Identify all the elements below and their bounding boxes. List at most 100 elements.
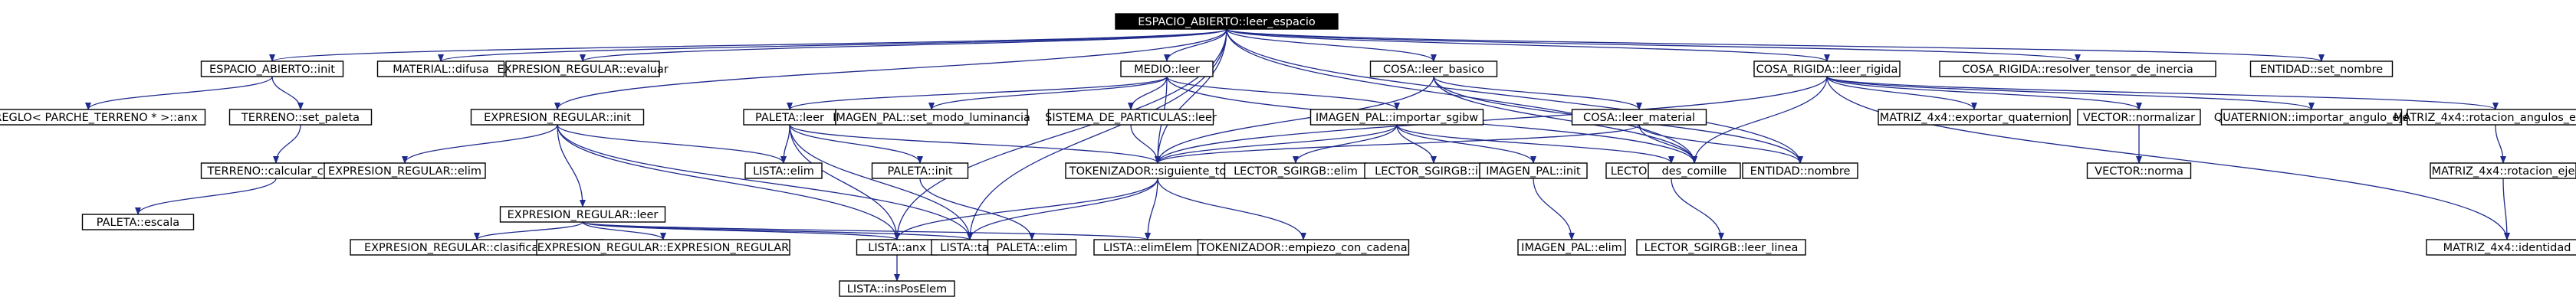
edge-cr_leer-to-m4_euler (1826, 76, 2499, 110)
node-sist-part[interactable]: SISTEMA_DE_PARTICULAS::leer (1045, 109, 1217, 126)
node-ea-init[interactable]: ESPACIO_ABIERTO::init (200, 60, 344, 77)
edge-root-to-ent_setnombre (1226, 28, 2325, 62)
node-label: EXPRESION_REGULAR::EXPRESION_REGULAR (537, 242, 789, 254)
edge-tok_sig-to-lista_anx (894, 178, 1158, 240)
edge-cr_leer-to-des_com (1691, 76, 1828, 164)
node-label: MATRIZ_4x4::exportar_quaternion (1880, 112, 2068, 124)
node-label: LECTOR_SGIRGB::elim (1234, 165, 1358, 178)
node-sgirgb-init[interactable]: LECTOR_SGIRGB::init (1364, 162, 1503, 179)
edge-tok_sig-to-tok_emp (1157, 178, 1306, 240)
edge-cosa_leer-to-tok_sig (1155, 76, 1434, 164)
node-arreglo-anx[interactable]: ARREGLO< PARCHE_TERRENO * >::anx (0, 109, 206, 126)
node-img-modo[interactable]: IMAGEN_PAL::set_modo_luminancia (833, 109, 1030, 126)
edge-root-to-cr_tensor (1226, 28, 2081, 62)
node-box (324, 162, 486, 179)
node-label: COSA::leer_material (1583, 112, 1695, 124)
node-m4-euler[interactable]: MATRIZ_4x4::rotacion_angulos_euler (2394, 109, 2576, 126)
edge-medio_leer-to-sist_part (1128, 76, 1168, 110)
node-box (2249, 60, 2394, 77)
node-lista-elim[interactable]: LISTA::elim (744, 162, 823, 179)
node-box (2407, 109, 2576, 126)
node-ent-nombre[interactable]: ENTIDAD::nombre (1742, 162, 1858, 179)
node-box (200, 60, 344, 77)
node-label: EXPRESION_REGULAR::elim (328, 165, 481, 178)
node-tok-sig[interactable]: TOKENIZADOR::siguiente_token (1065, 162, 1250, 179)
node-mat-difusa[interactable]: MATERIAL::difusa (376, 60, 505, 77)
edge-root-to-tok_sig (1155, 28, 1227, 164)
edge-er_leer-to-lista_elimelem (582, 221, 1151, 240)
node-ent-setnombre[interactable]: ENTIDAD::set_nombre (2249, 60, 2394, 77)
node-lista-inspos[interactable]: LISTA::insPosElem (839, 280, 955, 297)
node-label: COSA_RIGIDA::resolver_tensor_de_inercia (1962, 64, 2193, 76)
edge-pal_leer-to-tok_sig (789, 124, 1161, 164)
node-label: LISTA::tam (940, 242, 999, 254)
node-label: COSA_RIGIDA::leer_rigida (1756, 64, 1898, 76)
node-label: LISTA::elimElem (1103, 242, 1192, 254)
node-pal-init[interactable]: PALETA::init (871, 162, 969, 179)
node-label: VECTOR::norma (2095, 165, 2183, 178)
edge-img_sgibw-to-tok_sig (1155, 124, 1398, 164)
node-label: MATRIZ_4x4::identidad (2443, 242, 2571, 254)
edge-ea_init-to-terr_setpal (271, 76, 304, 110)
edge-cr_leer-to-quat_imp (1826, 76, 2315, 110)
node-label: EXPRESION_REGULAR::init (484, 112, 631, 124)
node-quat-imp[interactable]: QUATERNION::importar_angulo_eje (2214, 109, 2410, 126)
node-cosa-mat[interactable]: COSA::leer_material (1571, 109, 1707, 126)
node-box (2086, 162, 2192, 179)
node-terr-setpal[interactable]: TERRENO::set_paleta (228, 109, 373, 126)
node-label: LECTOR_SGIRGB::leer_linea (1644, 242, 1799, 254)
node-layer: ESPACIO_ABIERTO::leer_espacioESPACIO_ABI… (0, 13, 2576, 297)
node-label: EXPRESION_REGULAR::leer (508, 209, 659, 221)
node-img-sgibw[interactable]: IMAGEN_PAL::importar_sgibw (1309, 109, 1484, 126)
edge-er_init-to-er_leer (557, 124, 586, 207)
node-cosa-leer[interactable]: COSA::leer_basico (1369, 60, 1498, 77)
node-cr-tensor[interactable]: COSA_RIGIDA::resolver_tensor_de_inercia (1939, 60, 2216, 77)
node-m4-quat[interactable]: MATRIZ_4x4::exportar_quaternion (1878, 109, 2071, 126)
node-box (1636, 239, 1806, 256)
edge-pal_leer-to-lista_anx (789, 124, 900, 240)
edge-m4_euler-to-m4_roteje (2495, 124, 2506, 164)
node-label: ENTIDAD::set_nombre (2260, 64, 2383, 76)
node-img-elim[interactable]: IMAGEN_PAL::elim (1517, 239, 1626, 256)
node-label: MATRIZ_4x4::rotacion_angulos_euler (2394, 112, 2576, 124)
node-pal-leer[interactable]: PALETA::leer (743, 109, 836, 126)
node-label: PALETA::elim (996, 242, 1067, 254)
node-er-er[interactable]: EXPRESION_REGULAR::EXPRESION_REGULAR (536, 239, 790, 256)
node-tok-emp[interactable]: TOKENIZADOR::empiezo_con_cadena (1197, 239, 1410, 256)
node-label: IMAGEN_PAL::importar_sgibw (1316, 112, 1478, 124)
node-er-eval[interactable]: EXPRESION_REGULAR::evaluar (497, 60, 669, 77)
node-img-init[interactable]: IMAGEN_PAL::init (1479, 162, 1588, 179)
node-sgirgb-linea[interactable]: LECTOR_SGIRGB::leer_linea (1636, 239, 1806, 256)
node-cr-leer[interactable]: COSA_RIGIDA::leer_rigida (1753, 60, 1901, 77)
node-box (2430, 162, 2576, 179)
node-label: LISTA::insPosElem (847, 283, 947, 296)
node-lista-elimelem[interactable]: LISTA::elimElem (1093, 239, 1202, 256)
node-box (536, 239, 790, 256)
node-box (987, 239, 1077, 256)
edge-root-to-cr_leer (1226, 28, 1830, 62)
node-pal-elim[interactable]: PALETA::elim (987, 239, 1077, 256)
edge-img_sgibw-to-sgirgb_leer (1396, 124, 1674, 164)
node-box (2077, 109, 2201, 126)
node-m4-ident[interactable]: MATRIZ_4x4::identidad (2426, 239, 2576, 256)
edge-er_init-to-er_elim (402, 124, 558, 164)
node-label: des_comille (1662, 165, 1727, 178)
node-er-leer[interactable]: EXPRESION_REGULAR::leer (499, 206, 666, 223)
node-er-init[interactable]: EXPRESION_REGULAR::init (470, 109, 645, 126)
edge-cr_leer-to-vec_norm (1826, 76, 2142, 110)
node-sgirgb-elim[interactable]: LECTOR_SGIRGB::elim (1224, 162, 1368, 179)
edge-layer (85, 28, 2510, 282)
node-m4-roteje[interactable]: MATRIZ_4x4::rotacion_eje (2430, 162, 2576, 179)
node-root[interactable]: ESPACIO_ABIERTO::leer_espacio (1115, 13, 1339, 30)
node-vec-norm[interactable]: VECTOR::normalizar (2077, 109, 2201, 126)
edge-img_sgibw-to-sgirgb_elim (1293, 124, 1398, 164)
node-medio-leer[interactable]: MEDIO::leer (1120, 60, 1214, 77)
node-vec-norma[interactable]: VECTOR::norma (2086, 162, 2192, 179)
node-des-com[interactable]: des_comille (1648, 162, 1741, 179)
node-er-elim[interactable]: EXPRESION_REGULAR::elim (324, 162, 486, 179)
node-pal-escala[interactable]: PALETA::escala (81, 214, 195, 230)
node-box (1369, 60, 1498, 77)
node-box (505, 60, 660, 77)
node-lista-anx[interactable]: LISTA::anx (856, 239, 938, 256)
